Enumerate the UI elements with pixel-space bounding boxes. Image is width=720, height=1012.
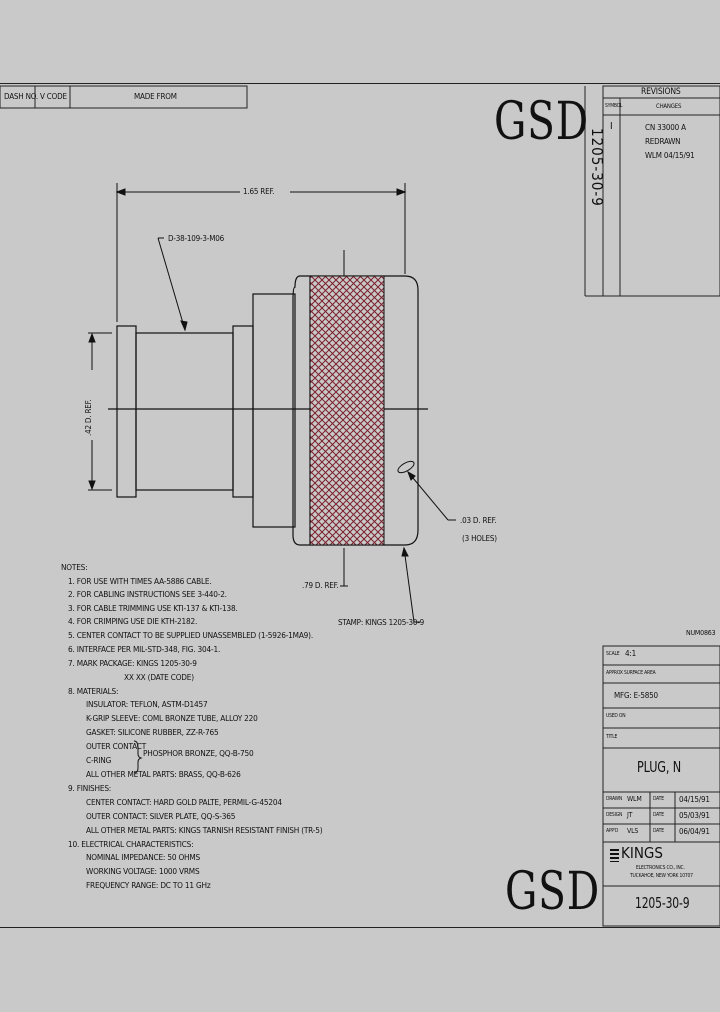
gsd-logo-top: GSD	[494, 92, 590, 152]
company-sub2: TUCKAHOE, NEW YORK 10707	[630, 873, 693, 879]
note-line: INSULATOR: TEFLON, ASTM-D1457	[86, 699, 208, 709]
spec-label: D-38-109-3-M06	[168, 234, 224, 243]
note-line: K-GRIP SLEEVE: COML BRONZE TUBE, ALLOY 2…	[86, 713, 258, 723]
made-from-header: MADE FROM	[134, 92, 177, 101]
note-line: 10. ELECTRICAL CHARACTERISTICS:	[68, 839, 194, 849]
scale-label: SCALE	[606, 651, 620, 657]
revision-change-line: CN 33000 A	[645, 123, 686, 132]
design-initials: JT	[627, 811, 633, 819]
note-line: OUTER CONTACT: SILVER PLATE, QQ-S-365	[86, 811, 236, 821]
date-label: DATE	[653, 828, 664, 834]
note-line: 4. FOR CRIMPING USE DIE KTH-2182.	[68, 616, 198, 626]
drawn-date: 04/15/91	[679, 795, 710, 804]
note-line: 8. MATERIALS:	[68, 686, 119, 696]
revision-change-line: REDRAWN	[645, 137, 681, 146]
note-line: 6. INTERFACE PER MIL-STD-348, FIG. 304-1…	[68, 644, 221, 654]
approved-initials: VLS	[627, 827, 639, 835]
company-sub1: ELECTRONICS CO., INC.	[636, 865, 685, 871]
scale-value: 4:1	[625, 649, 636, 658]
note-line: C-RING	[86, 755, 112, 765]
note-line: FREQUENCY RANGE: DC TO 11 GHz	[86, 880, 211, 890]
notes-title: NOTES:	[61, 562, 88, 572]
note-line: 3. FOR CABLE TRIMMING USE KTI-137 & KTI-…	[68, 603, 238, 613]
revisions-sym-header: SYMBOL	[605, 103, 623, 109]
overall-length-dim: 1.65 REF.	[243, 187, 275, 196]
note-line: 2. FOR CABLING INSTRUCTIONS SEE 3-440-2.	[68, 589, 227, 599]
drawing-title: PLUG, N	[637, 758, 681, 776]
drawn-label: DRAWN	[606, 796, 623, 802]
mfg-value: MFG: E-5850	[614, 691, 658, 700]
note-line: ALL OTHER METAL PARTS: BRASS, QQ-B-626	[86, 769, 241, 779]
left-diameter-dim: .42 D. REF.	[84, 399, 93, 436]
note-line: WORKING VOLTAGE: 1000 VRMS	[86, 866, 200, 876]
gsd-logo-bottom: GSD	[505, 862, 601, 922]
used-on-label: USED ON	[606, 713, 626, 719]
revision-symbol: I	[610, 121, 613, 132]
note-line: PHOSPHOR BRONZE, QQ-B-750	[143, 748, 254, 758]
holes-count: (3 HOLES)	[462, 534, 497, 543]
note-line: OUTER CONTACT	[86, 741, 147, 751]
kings-logo	[610, 849, 619, 862]
company-name: KINGS	[621, 844, 663, 862]
note-line: ALL OTHER METAL PARTS: KINGS TARNISH RES…	[86, 825, 323, 835]
holes-diameter-dim: .03 D. REF.	[460, 516, 497, 525]
approved-date: 06/04/91	[679, 827, 710, 836]
note-line: NOMINAL IMPEDANCE: 50 OHMS	[86, 852, 201, 862]
side-part-number: 1205-30-9	[588, 128, 606, 207]
note-line: 9. FINISHES:	[68, 783, 112, 793]
drawing-code: NUM0863	[686, 629, 716, 637]
dash-no-header: DASH NO.	[4, 92, 39, 101]
revision-change-line: WLM 04/15/91	[645, 151, 695, 160]
date-label: DATE	[653, 796, 664, 802]
revisions-changes-header: CHANGES	[656, 103, 682, 110]
v-code-header: V CODE	[40, 92, 67, 101]
bottom-diameter-dim: .79 D. REF.	[302, 581, 339, 590]
drawn-initials: WLM	[627, 795, 642, 803]
design-label: DESIGN	[606, 812, 623, 818]
note-line: CENTER CONTACT: HARD GOLD PALTE, PERMIL-…	[86, 797, 282, 807]
design-date: 05/03/91	[679, 811, 710, 820]
approved-label: APP'D	[606, 828, 619, 834]
title-label: TITLE	[606, 734, 618, 740]
stamp-label: STAMP: KINGS 1205-30-9	[338, 618, 425, 627]
part-number: 1205-30-9	[635, 894, 690, 912]
approx-surface-label: APPROX SURFACE AREA	[606, 670, 656, 676]
note-line: GASKET: SILICONE RUBBER, ZZ-R-765	[86, 727, 219, 737]
note-line: 1. FOR USE WITH TIMES AA-5886 CABLE.	[68, 576, 212, 586]
date-label: DATE	[653, 812, 664, 818]
note-line: 5. CENTER CONTACT TO BE SUPPLIED UNASSEM…	[68, 630, 313, 640]
note-line: XX XX (DATE CODE)	[124, 672, 194, 682]
revisions-title: REVISIONS	[641, 87, 681, 97]
note-line: 7. MARK PACKAGE: KINGS 1205-30-9	[68, 658, 197, 668]
